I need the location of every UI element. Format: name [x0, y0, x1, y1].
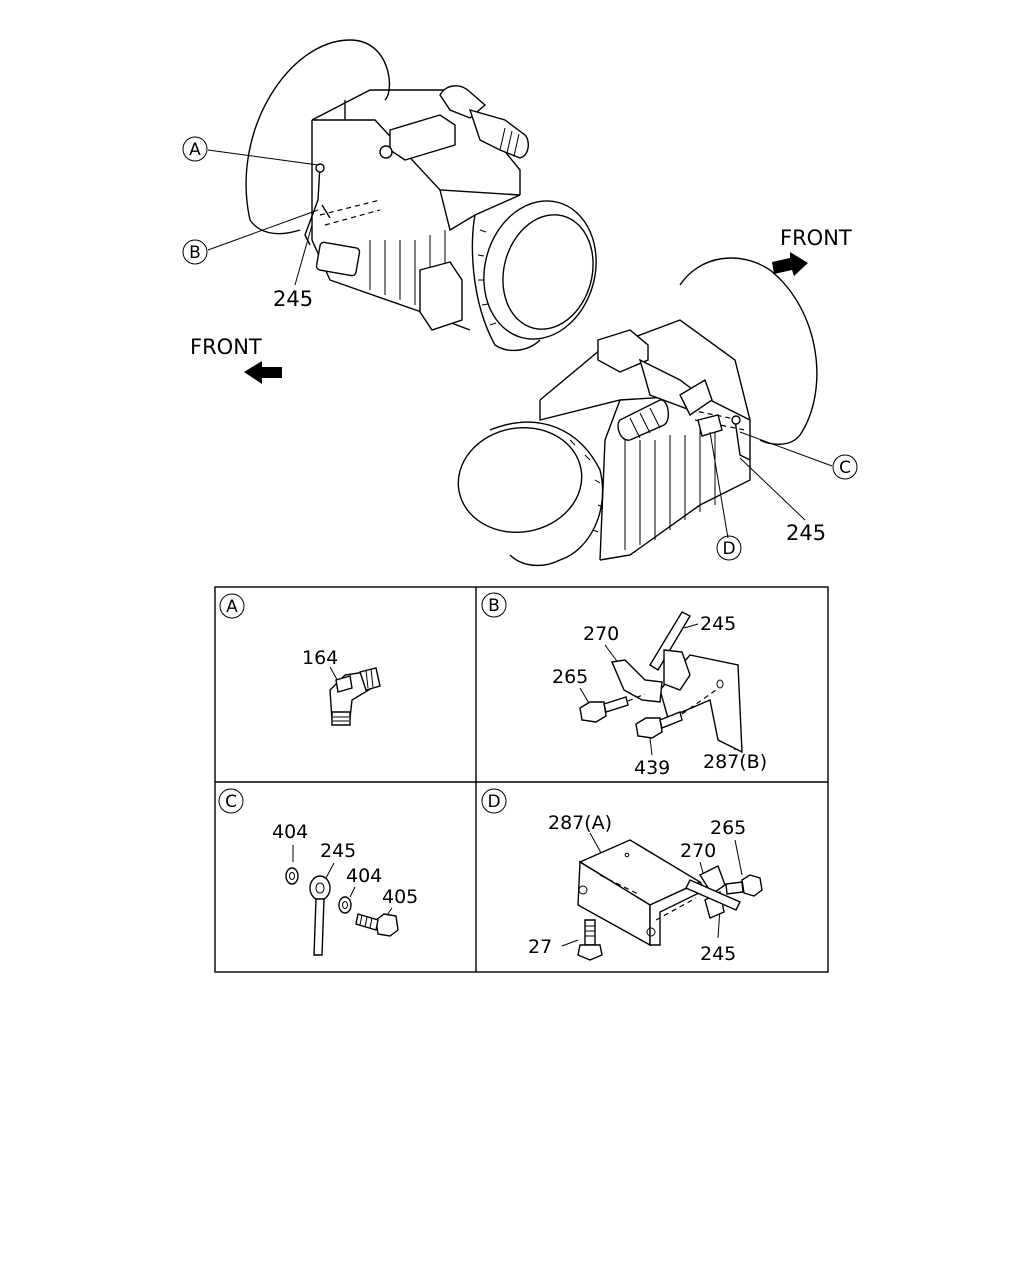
callout-b-overview: B — [182, 239, 208, 265]
part-label-405: 405 — [382, 886, 418, 908]
part-label-270-d: 270 — [680, 840, 716, 862]
elbow-fitting-164 — [329, 667, 381, 726]
svg-text:D: D — [487, 792, 500, 812]
part-label-404-b: 404 — [346, 865, 382, 887]
part-label-164: 164 — [302, 647, 338, 669]
detail-panel-a: A 164 — [219, 593, 381, 726]
svg-text:C: C — [225, 792, 237, 812]
svg-text:A: A — [226, 597, 238, 617]
front-label-left: FRONT — [190, 335, 262, 359]
front-label-right: FRONT — [780, 226, 852, 250]
detail-panel-d: D 287(A) 265 270 27 245 — [481, 788, 763, 965]
part-label-287b: 287(B) — [703, 751, 767, 773]
front-arrow-left-icon — [244, 361, 282, 384]
transmission-left — [245, 39, 597, 352]
part-label-27: 27 — [528, 936, 552, 958]
part-label-404-a: 404 — [272, 821, 308, 843]
part-label-439: 439 — [634, 757, 670, 779]
part-label-265-d: 265 — [710, 817, 746, 839]
part-label-287a: 287(A) — [548, 812, 612, 834]
part-label-265-b: 265 — [552, 666, 588, 688]
part-label-245-b: 245 — [700, 613, 736, 635]
svg-text:B: B — [189, 243, 201, 263]
part-label-245-d: 245 — [700, 943, 736, 965]
part-label-245-right: 245 — [786, 521, 826, 545]
part-label-245-c: 245 — [320, 840, 356, 862]
callout-a-overview: A — [182, 136, 208, 162]
svg-text:A: A — [189, 140, 201, 160]
svg-text:D: D — [722, 539, 735, 559]
front-arrow-right-icon — [772, 252, 808, 276]
svg-text:B: B — [488, 596, 500, 616]
detail-panel-b: B 270 245 265 439 287(B) — [481, 592, 767, 779]
transmission-right — [457, 257, 818, 567]
svg-text:C: C — [839, 458, 851, 478]
part-label-245-left: 245 — [273, 287, 313, 311]
detail-grid — [214, 586, 829, 973]
part-label-270-b: 270 — [583, 623, 619, 645]
detail-panel-c: C 404 245 404 405 — [218, 788, 418, 956]
callout-d-overview: D — [716, 535, 742, 561]
callout-c-overview: C — [832, 454, 858, 480]
